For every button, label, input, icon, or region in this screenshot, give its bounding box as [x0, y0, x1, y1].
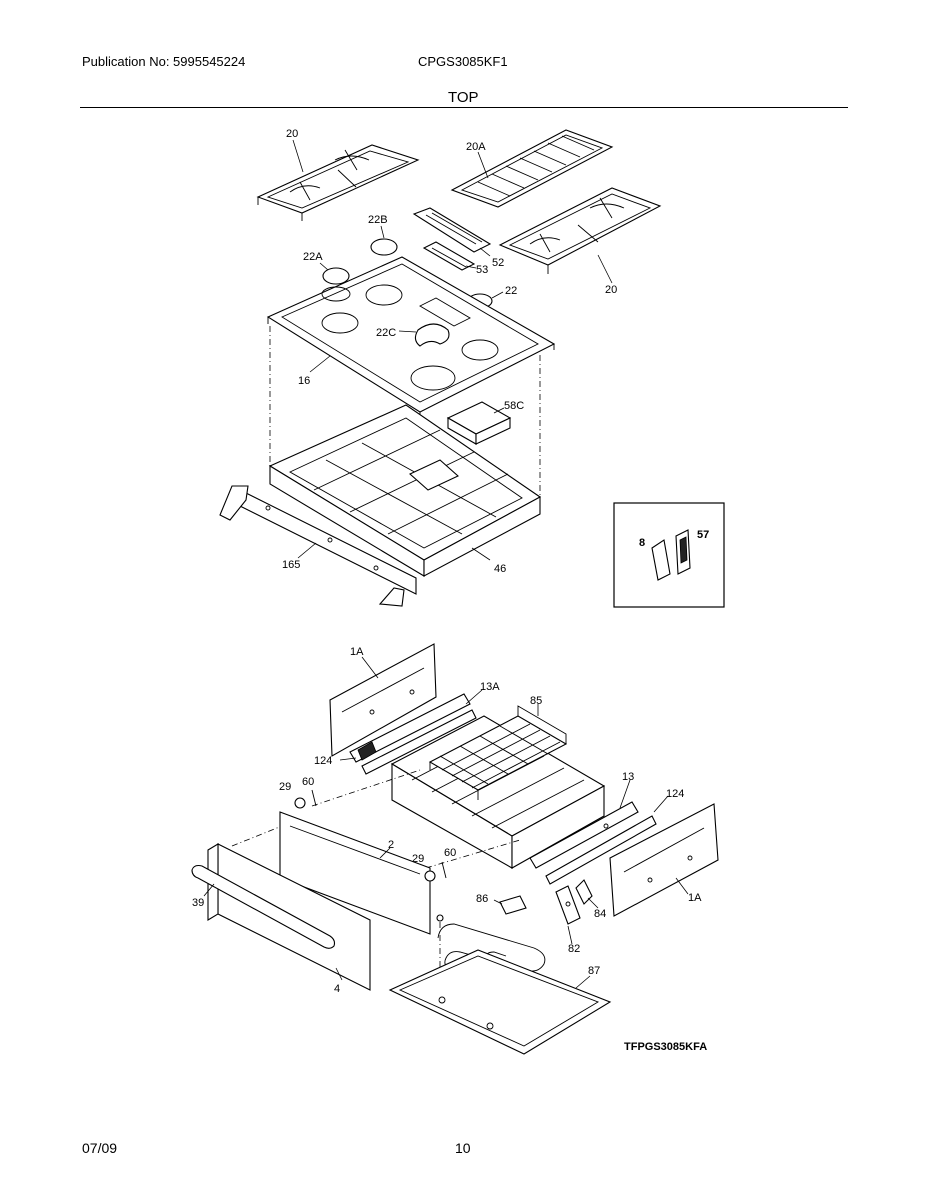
drawer-handle — [191, 864, 336, 949]
label-bracket-82: 82 — [568, 943, 580, 955]
model-number: CPGS3085KF1 — [418, 54, 508, 69]
leader-cap-22a — [319, 262, 329, 271]
label-side-left: 1A — [350, 646, 364, 658]
leader-side-left — [361, 656, 379, 679]
label-wire-left: 124 — [314, 755, 332, 767]
burner-box — [268, 404, 542, 577]
footer-date: 07/09 — [82, 1140, 118, 1156]
leader-side-right — [675, 877, 689, 895]
slide-rail-left — [349, 693, 477, 775]
oven-rack — [428, 705, 568, 800]
label-liner: 87 — [588, 965, 600, 977]
label-rail-13a: 13A — [480, 681, 500, 693]
label-screw-right: 60 — [444, 847, 456, 859]
burner-cap-22a — [322, 267, 350, 285]
inner-door-panel — [279, 811, 431, 935]
label-module: 58C — [504, 400, 524, 412]
align-line-5 — [425, 839, 521, 869]
spark-module — [446, 401, 512, 445]
leader-rail-13a — [465, 689, 483, 705]
label-clip-86: 86 — [476, 893, 488, 905]
label-burner-box: 46 — [494, 563, 506, 575]
label-handle: 39 — [192, 897, 204, 909]
leader-bracket — [297, 542, 317, 559]
label-grate-right: 20 — [605, 284, 617, 296]
grate-griddle — [450, 129, 614, 208]
bumper-left — [294, 797, 306, 809]
bumper-right — [424, 870, 436, 882]
label-rail-13: 13 — [622, 771, 634, 783]
header-rule — [80, 107, 848, 108]
inset-box — [613, 502, 725, 608]
page-number: 10 — [455, 1140, 471, 1156]
bracket-84 — [575, 879, 593, 905]
label-bump-left: 29 — [279, 781, 291, 793]
leader-bracket-84 — [587, 897, 599, 909]
label-door: 4 — [334, 983, 340, 995]
align-line-4 — [311, 769, 421, 807]
leader-cap-22c — [398, 330, 417, 333]
label-vent-grille: 53 — [476, 264, 488, 276]
leader-rail-13 — [619, 779, 631, 809]
vent-grille — [422, 241, 476, 271]
leader-burner-box — [471, 547, 491, 561]
slide-rail-right — [529, 801, 657, 885]
screw-left — [311, 789, 317, 807]
leader-grate-griddle — [477, 151, 489, 179]
label-bracket: 165 — [282, 559, 300, 571]
leader-grate-left — [292, 139, 304, 173]
label-bracket-84: 84 — [594, 908, 606, 920]
leader-cap-22b — [380, 225, 385, 239]
label-cooktop: 16 — [298, 375, 310, 387]
drawer-liner — [388, 949, 612, 1055]
leader-wire-right — [653, 795, 669, 813]
label-grate-left: 20 — [286, 128, 298, 140]
side-panel-left — [329, 643, 437, 757]
leader-clip-86 — [493, 899, 503, 905]
burner-cap-22b — [370, 238, 398, 256]
leader-vent-grille — [465, 265, 477, 269]
front-bracket — [219, 485, 417, 607]
label-grate-griddle: 20A — [466, 141, 486, 153]
bracket-82 — [555, 885, 581, 925]
align-line-6 — [231, 825, 283, 847]
publication-number: Publication No: 5995545224 — [82, 54, 246, 69]
label-bump-right: 29 — [412, 853, 424, 865]
leader-cooktop — [309, 355, 331, 373]
label-cap-22: 22 — [505, 285, 517, 297]
label-inner-panel: 2 — [388, 839, 394, 851]
label-wire-right: 124 — [666, 788, 684, 800]
section-title: TOP — [448, 89, 479, 106]
leader-wire-left — [339, 757, 357, 761]
label-cap-22a: 22A — [303, 251, 323, 263]
inset-label-8: 8 — [639, 537, 645, 549]
leader-vent-trim — [479, 247, 491, 257]
leader-door — [335, 967, 343, 981]
cooktop — [266, 256, 556, 418]
leader-grate-right — [597, 254, 613, 284]
leader-handle — [203, 883, 215, 897]
leader-bracket-82 — [567, 925, 573, 945]
inset-label-57: 57 — [697, 529, 709, 541]
grate-left — [256, 144, 420, 221]
label-side-right: 1A — [688, 892, 702, 904]
label-screw-left: 60 — [302, 776, 314, 788]
label-cap-22b: 22B — [368, 214, 388, 226]
label-cap-22c: 22C — [376, 327, 396, 339]
label-vent-trim: 52 — [492, 257, 504, 269]
label-rack: 85 — [530, 695, 542, 707]
leader-cap-22 — [491, 291, 504, 299]
leader-module — [493, 407, 505, 414]
diagram-code: TFPGS3085KFA — [624, 1041, 707, 1053]
screw-right — [441, 861, 447, 879]
leader-inner-panel — [379, 847, 391, 859]
vent-trim — [412, 207, 492, 253]
grate-right — [498, 187, 662, 274]
leader-liner — [575, 975, 591, 989]
side-panel-right — [609, 803, 719, 917]
